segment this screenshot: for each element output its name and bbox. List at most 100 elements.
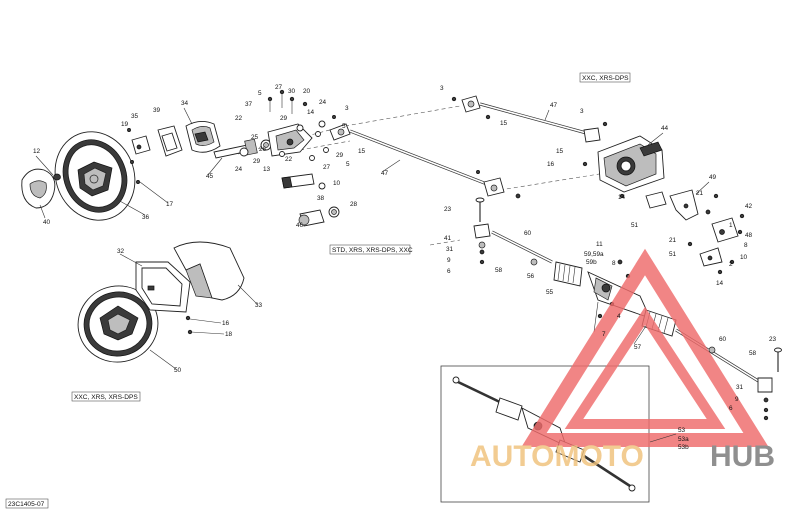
callout-label: 3 — [345, 105, 349, 112]
sensor-cluster — [687, 213, 745, 275]
column-bracket — [267, 123, 313, 157]
callout-label: 22 — [285, 156, 293, 163]
callout-label: 3 — [580, 108, 584, 115]
callout-label: 28 — [350, 201, 358, 208]
switch-housing-parts — [131, 121, 221, 157]
callout-label: 27 — [323, 164, 331, 171]
callout-label: 15 — [556, 148, 564, 155]
callout-label: 12 — [33, 148, 41, 155]
watermark: AUTOMOTO HUB — [470, 248, 775, 473]
callout-label: 5 — [342, 123, 346, 130]
callout-label: 49 — [709, 174, 717, 181]
callout-label: 10 — [740, 254, 748, 261]
callout-label: 40 — [43, 219, 51, 226]
tie-rod-left — [473, 197, 553, 266]
callout-labels: 1 2 3 3 3 4 5 5 5 6 6 7 8 8 9 9 10 10 11… — [33, 84, 777, 451]
callout-label: 4 — [617, 313, 621, 320]
horn-pad — [21, 168, 61, 209]
callout-label: 14 — [618, 194, 626, 201]
callout-label: 9 — [735, 396, 739, 403]
callout-label: 58 — [749, 350, 757, 357]
callout-label: 31 — [736, 384, 744, 391]
callout-label: 17 — [166, 201, 174, 208]
steering-wheel-main — [54, 131, 136, 221]
callout-label: 36 — [142, 214, 150, 221]
callout-label: 34 — [181, 100, 189, 107]
callout-label: 1 — [729, 222, 733, 229]
callout-label: 5 — [258, 90, 262, 97]
guide-lines — [237, 105, 656, 246]
callout-label: 14 — [716, 280, 724, 287]
callout-label: 9 — [447, 257, 451, 264]
callout-label: 33 — [255, 302, 263, 309]
callout-label: 60 — [719, 336, 727, 343]
callout-label: 2 — [729, 261, 733, 268]
dps-bracket — [645, 189, 719, 221]
callout-label: 20 — [303, 88, 311, 95]
callout-label: 21 — [669, 237, 677, 244]
callout-label: 42 — [745, 203, 753, 210]
intermediate-shaft-upper — [329, 123, 521, 199]
callout-label: 38 — [317, 195, 325, 202]
callout-label: 59,59a — [584, 251, 604, 258]
callout-label: 27 — [275, 84, 283, 91]
watermark-text-accent: AUTOMOTO — [470, 440, 644, 473]
callout-label: 55 — [546, 289, 554, 296]
callout-label: 23 — [769, 336, 777, 343]
callout-label: 47 — [381, 170, 389, 177]
callout-label: 14 — [307, 109, 315, 116]
callout-label: 25 — [251, 134, 259, 141]
callout-label: 48 — [745, 232, 753, 239]
callout-label: 46 — [296, 222, 304, 229]
callout-label: 60 — [524, 230, 532, 237]
callout-label: 58 — [495, 267, 503, 274]
callout-label: 32 — [117, 248, 125, 255]
dps-motor-unit — [597, 135, 665, 199]
callout-label: 6 — [729, 405, 733, 412]
callout-label: 53a — [678, 436, 689, 443]
callout-label: 19 — [121, 121, 129, 128]
intermediate-shaft-dps — [451, 95, 608, 167]
steering-wheel-alt — [77, 285, 159, 363]
callout-label: 59b — [586, 259, 597, 266]
note-bottom-left: XXC, XRS, XRS-DPS — [74, 394, 138, 401]
callout-label: 29 — [336, 152, 344, 159]
callout-label: 23 — [444, 206, 452, 213]
callout-label: 10 — [333, 180, 341, 187]
callout-label: 37 — [245, 101, 253, 108]
note-top-right: XXC, XRS-DPS — [582, 75, 629, 82]
callout-label: 5 — [346, 161, 350, 168]
gauge-bezel — [135, 261, 191, 313]
callout-label: 29 — [253, 158, 261, 165]
callout-label: 16 — [547, 161, 555, 168]
callout-label: 15 — [358, 148, 366, 155]
callout-label: 21 — [696, 190, 704, 197]
watermark-text-dark: HUB — [710, 440, 775, 473]
callout-label: 7 — [602, 331, 606, 338]
note-middle: STD, XRS, XRS-DPS, XXC — [332, 247, 413, 254]
variant-notes: XXC, XRS-DPS STD, XRS, XRS-DPS, XXC XXC,… — [71, 72, 631, 402]
callout-label: 53b — [678, 444, 689, 451]
callout-label: 8 — [744, 242, 748, 249]
callout-label: 22 — [235, 115, 243, 122]
gauge-cover — [173, 241, 245, 335]
callout-label: 13 — [263, 166, 271, 173]
callout-label: 50 — [174, 367, 182, 374]
callout-label: 44 — [661, 125, 669, 132]
callout-label: 51 — [669, 251, 677, 258]
callout-label: 41 — [444, 235, 452, 242]
callout-label: 30 — [288, 88, 296, 95]
callout-label: 11 — [596, 241, 603, 248]
callout-label: 57 — [634, 344, 642, 351]
callout-label: 56 — [527, 273, 535, 280]
lower-column-parts — [281, 173, 340, 227]
callout-label: 29 — [280, 115, 288, 122]
callout-label: 51 — [631, 222, 639, 229]
callout-label: 15 — [500, 120, 508, 127]
callout-label: 18 — [225, 331, 233, 338]
watermark-triangle-inner — [564, 306, 726, 429]
callout-label: 8 — [612, 260, 616, 267]
callout-leaders — [35, 107, 710, 443]
